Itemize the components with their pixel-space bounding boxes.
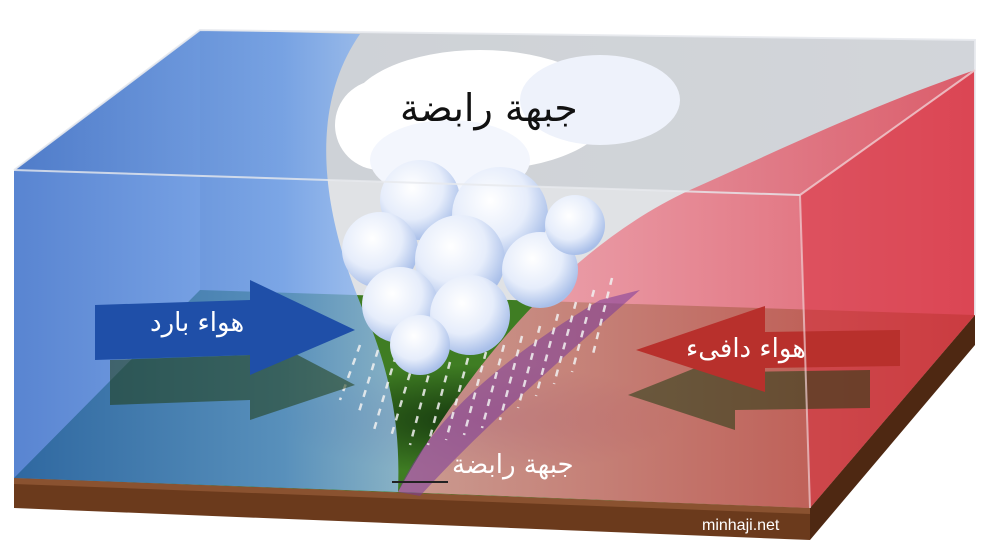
diagram-title: جبهة رابضة [400, 86, 578, 130]
soil-front [14, 478, 810, 540]
soil-side [810, 315, 975, 540]
watermark-text: minhaji.net [702, 517, 780, 534]
warm-air-arrow [636, 306, 900, 392]
cold-air-arrow-shadow [110, 330, 355, 420]
cold-air-label: هواء بارد [150, 308, 245, 338]
warm-air-label: هواء دافىء [686, 334, 806, 364]
cumulonimbus-cloud [335, 50, 680, 375]
box-corner-edge [799, 69, 976, 196]
cold-air-arrow [95, 280, 355, 375]
rain-streaks [338, 277, 614, 446]
soil-highlight [14, 478, 810, 514]
front-boundary-band [398, 290, 640, 496]
stationary-front-label: جبهة رابضة [452, 450, 574, 480]
box-vertical-edge [799, 194, 811, 509]
warm-air-arrow-shadow [628, 352, 870, 430]
box-edges [13, 28, 976, 315]
box-front-edge [13, 169, 801, 196]
